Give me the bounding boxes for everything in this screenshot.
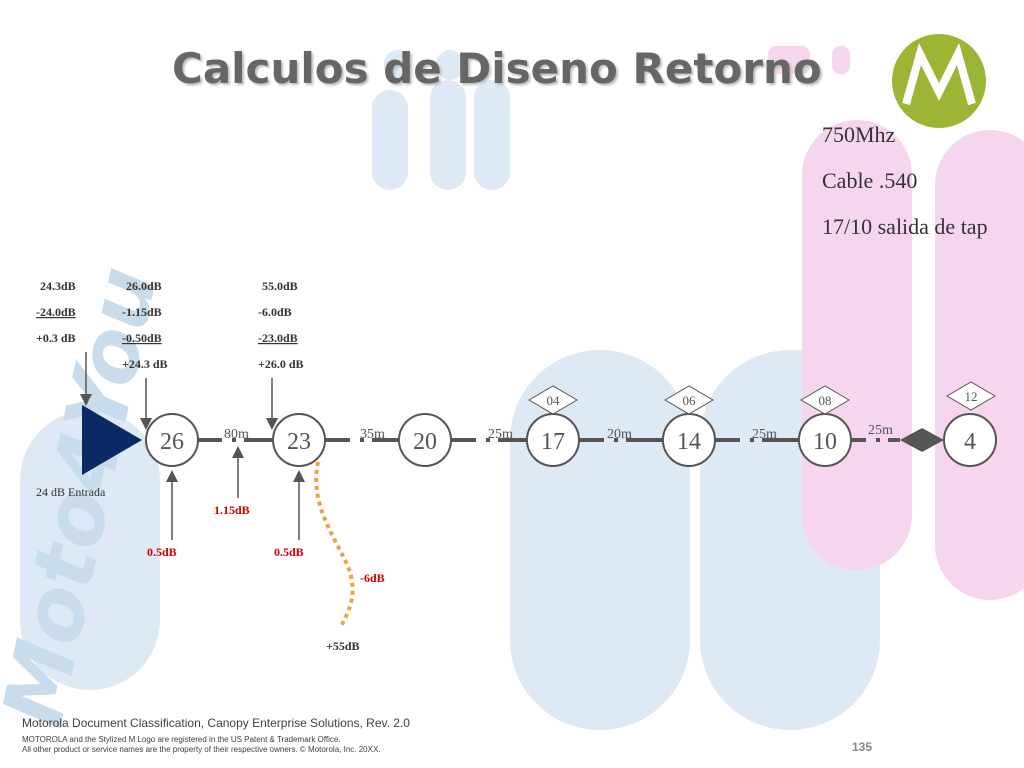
calc-column-3: 55.0dB -6.0dB -23.0dB +26.0 dB <box>258 279 304 371</box>
tap-value-4: 17 <box>541 429 565 455</box>
tap-value-2: 23 <box>287 429 311 455</box>
tap-loss-label: -6dB <box>360 571 385 585</box>
slide-title: Calculos de Diseno Retorno <box>172 44 822 93</box>
motorola-m-icon <box>902 42 976 106</box>
tap-badge-4: 12 <box>946 381 996 411</box>
calc-1-line-3: +0.3 dB <box>36 331 76 345</box>
tap-value-5: 14 <box>677 429 701 455</box>
amplifier-input-label: 24 dB Entrada <box>36 485 106 499</box>
calc-column-2: 26.0dB -1.15dB -0.50dB +24.3 dB <box>122 279 168 371</box>
footer-classification: Motorola Document Classification, Canopy… <box>22 716 410 730</box>
calc-2-line-1: 26.0dB <box>126 279 162 293</box>
tap-node-5: 14 <box>662 413 716 467</box>
distance-label-4: 20m <box>607 427 632 442</box>
tap-node-7: 4 <box>943 413 997 467</box>
cable-loss-label: 1.15dB <box>214 503 250 517</box>
insertion-loss-label-2: 0.5dB <box>274 545 304 559</box>
calc-2-line-4: +24.3 dB <box>122 357 168 371</box>
footer-trademark-line-2: All other product or service names are t… <box>22 745 381 754</box>
calc-1-line-1: 24.3dB <box>40 279 76 293</box>
spec-tap-output: 17/10 salida de tap <box>822 214 988 239</box>
return-level-label: +55dB <box>326 639 360 653</box>
tap-value-7: 4 <box>964 429 976 455</box>
footer-trademark-line-1: MOTOROLA and the Stylized M Logo are reg… <box>22 735 341 744</box>
tap-badge-label-1: 04 <box>547 393 561 408</box>
spec-cable: Cable .540 <box>822 168 918 193</box>
page-number: 135 <box>852 740 873 754</box>
calc-2-line-2: -1.15dB <box>122 305 162 319</box>
tap-badge-label-2: 06 <box>683 393 697 408</box>
tap-node-2: 23 <box>272 413 326 467</box>
footer-trademark: MOTOROLA and the Stylized M Logo are reg… <box>22 735 381 755</box>
tap-node-3: 20 <box>398 413 452 467</box>
tap-value-1: 26 <box>160 429 184 455</box>
tap-node-4: 17 <box>526 413 580 467</box>
tap-badge-3: 08 <box>800 385 850 415</box>
distance-label-6: 25m <box>868 423 893 438</box>
tap-badge-1: 04 <box>528 385 578 415</box>
motorola-logo <box>892 34 986 128</box>
tap-node-6: 10 <box>798 413 852 467</box>
drop-cable-line <box>314 461 355 629</box>
distance-label-3: 25m <box>488 427 513 442</box>
tap-value-3: 20 <box>413 429 437 455</box>
calc-3-line-3: -23.0dB <box>258 331 298 345</box>
distance-label-2: 35m <box>360 427 385 442</box>
calc-3-line-4: +26.0 dB <box>258 357 304 371</box>
spec-frequency: 750Mhz <box>822 122 896 147</box>
calc-column-1: 24.3dB -24.0dB +0.3 dB <box>36 279 76 345</box>
calc-3-line-1: 55.0dB <box>262 279 298 293</box>
calc-3-line-2: -6.0dB <box>258 305 292 319</box>
amplifier-icon <box>82 405 142 475</box>
calc-1-line-2: -24.0dB <box>36 305 76 319</box>
tap-badge-label-3: 08 <box>819 393 832 408</box>
tap-node-1: 26 <box>145 413 199 467</box>
distance-label-1: 80m <box>224 427 249 442</box>
calc-2-line-3: -0.50dB <box>122 331 162 345</box>
insertion-loss-label-1: 0.5dB <box>147 545 177 559</box>
tap-badge-label-4: 12 <box>965 389 978 404</box>
tap-badge-2: 06 <box>664 385 714 415</box>
terminator-icon <box>900 428 944 452</box>
distance-label-5: 25m <box>752 427 777 442</box>
tap-value-6: 10 <box>813 429 837 455</box>
